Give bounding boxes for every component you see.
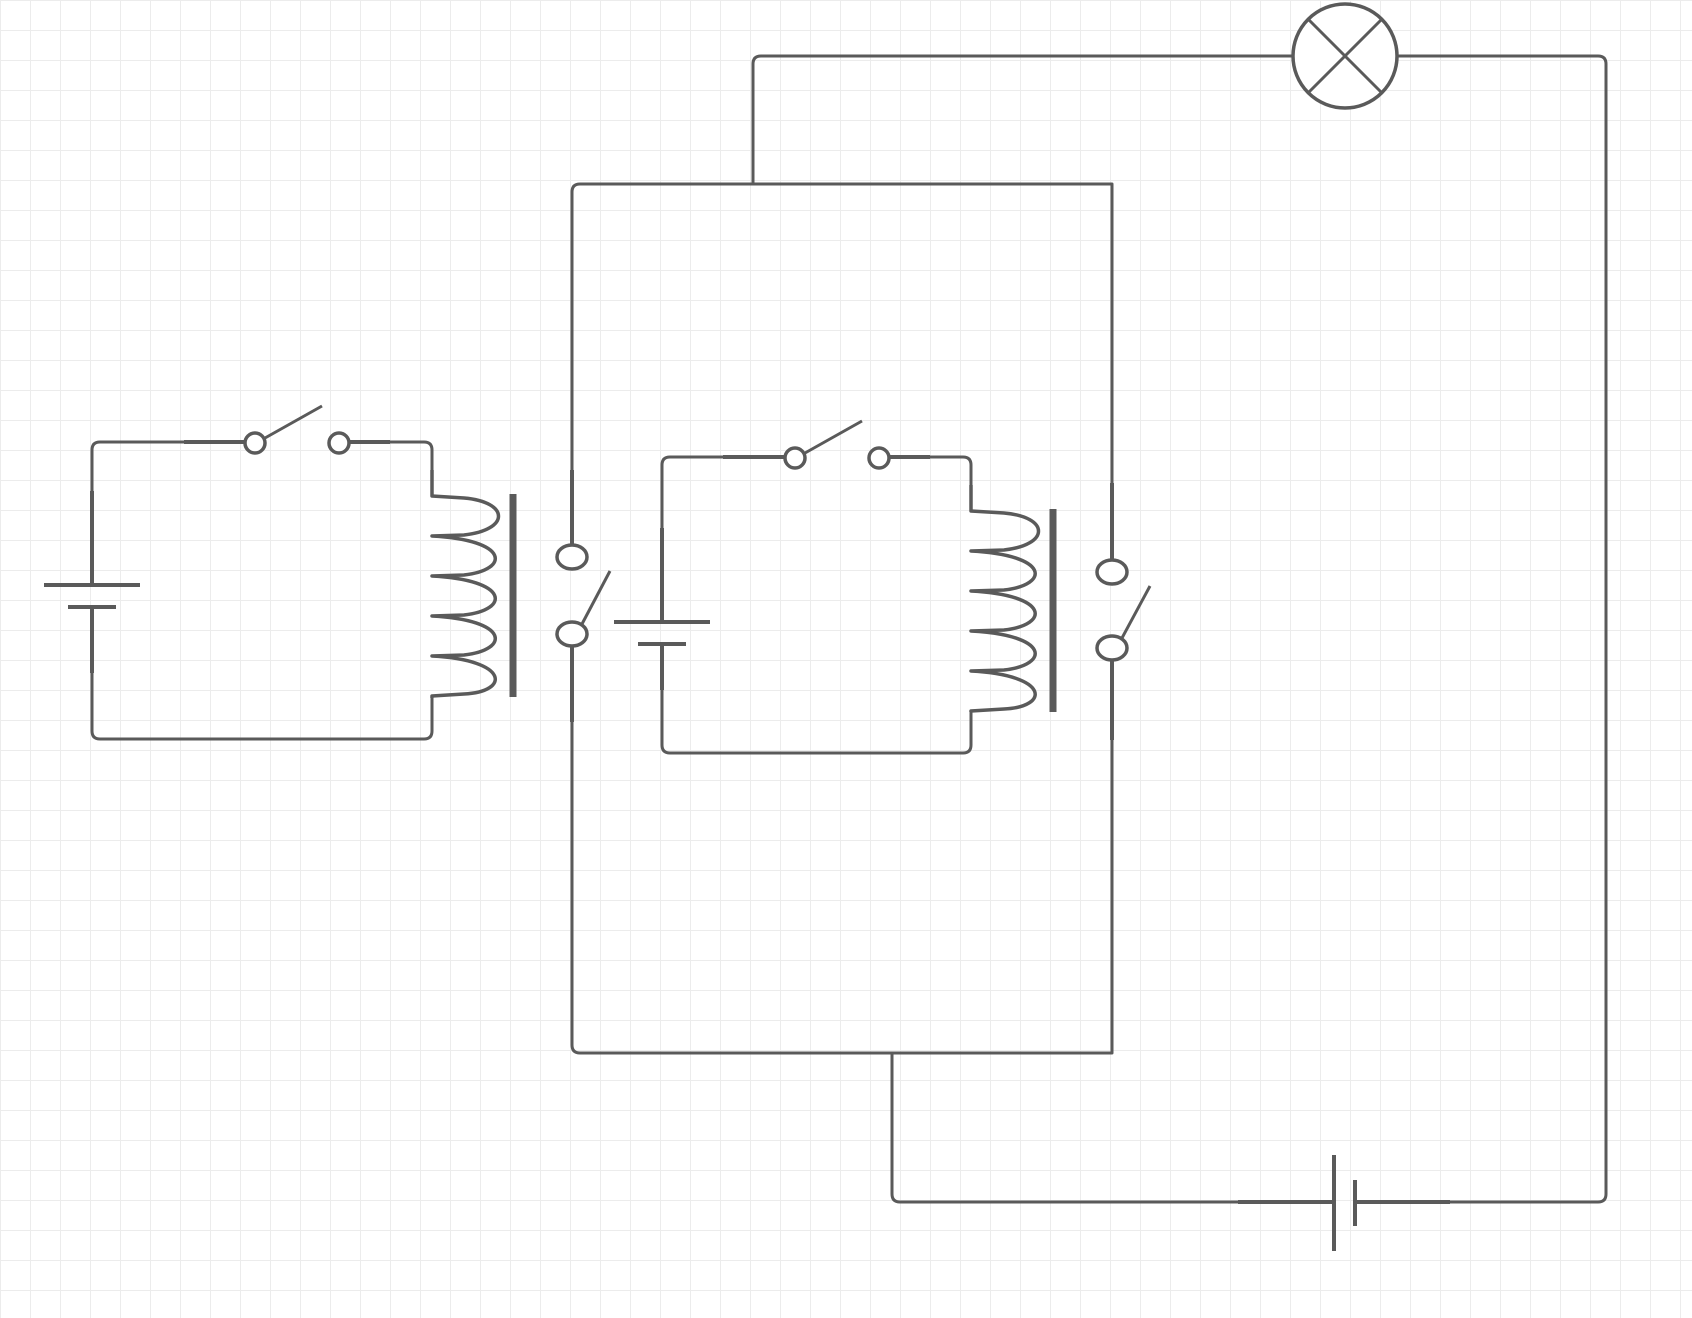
frame-wire-top bbox=[570, 182, 1114, 483]
control1-switch-icon bbox=[184, 404, 390, 455]
control2-switch-icon bbox=[723, 419, 930, 470]
load-battery-icon bbox=[1238, 1155, 1450, 1251]
frame-wire-bottom bbox=[570, 722, 1114, 1055]
control1-wire-top-left bbox=[90, 440, 184, 491]
control1-wire-bottom bbox=[90, 673, 434, 741]
control2-relay-coil-icon bbox=[969, 485, 1057, 713]
control1-battery-icon bbox=[44, 491, 140, 673]
control2-battery-icon bbox=[614, 528, 710, 690]
load-wire-bottom bbox=[890, 1053, 1238, 1204]
control2-wire-bottom bbox=[660, 690, 973, 755]
control1-relay-coil-icon bbox=[430, 470, 517, 698]
control2-wire-top-right bbox=[930, 455, 973, 485]
control1-wire-top-right bbox=[390, 440, 434, 470]
lamp-icon bbox=[1291, 2, 1399, 110]
control2-wire-top-left bbox=[660, 455, 723, 528]
load-wire-top bbox=[751, 54, 1292, 183]
relay-contact-a-icon bbox=[555, 470, 612, 722]
load-wire-right bbox=[1398, 54, 1608, 1204]
relay-contact-b-icon bbox=[1095, 483, 1152, 740]
